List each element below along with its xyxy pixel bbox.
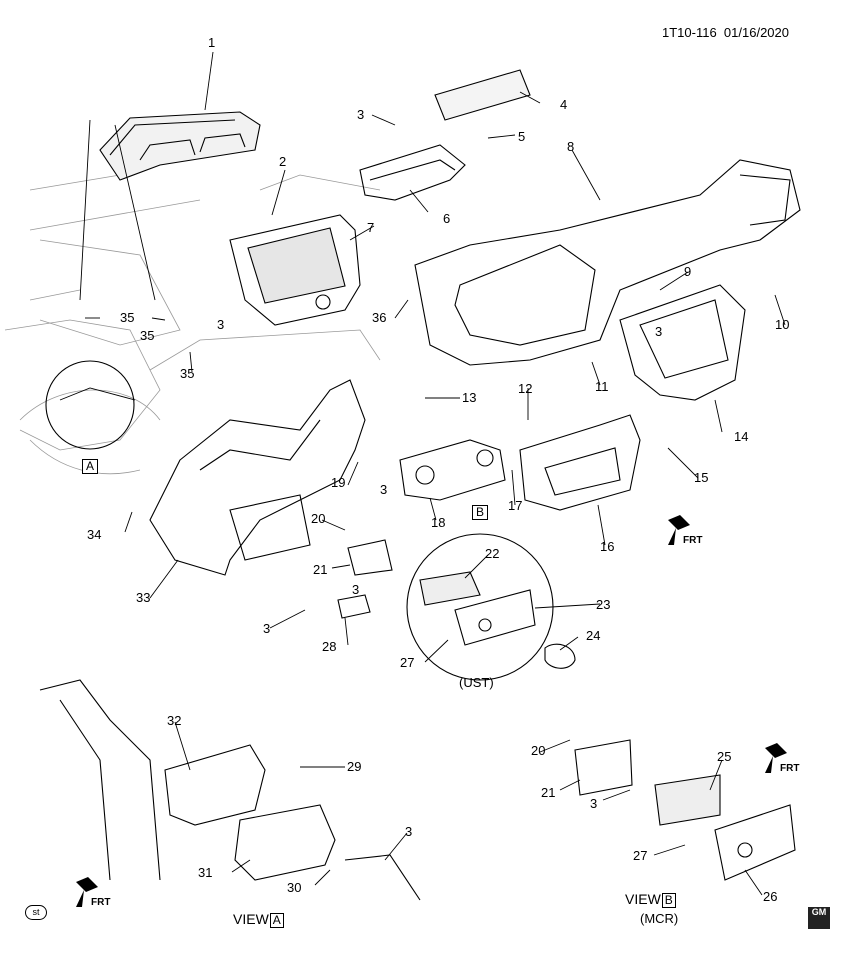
frt-arrows <box>76 515 787 907</box>
part-24-cap <box>544 643 576 669</box>
leader-lines <box>59 51 786 896</box>
callout-24: 24 <box>586 628 601 643</box>
view-a-parts <box>39 679 421 901</box>
frt-label: FRT <box>91 897 111 908</box>
callout-31: 31 <box>198 865 213 880</box>
dash-background-outline <box>4 174 381 475</box>
callout-12: 12 <box>518 381 533 396</box>
callout-27: 27 <box>400 655 415 670</box>
view-a-detail-tag: A <box>82 459 99 474</box>
callout-4: 4 <box>560 97 568 112</box>
callout-33: 33 <box>136 590 151 605</box>
callout-6: 6 <box>443 211 451 226</box>
view-a-detail-circle <box>45 360 135 450</box>
callout-15: 15 <box>694 470 709 485</box>
callout-35: 35 <box>140 328 155 343</box>
view-b-mcr-parts <box>574 739 796 881</box>
callout-3: 3 <box>357 107 365 122</box>
callout-35: 35 <box>120 310 135 325</box>
diagram-header: 1T10-116 01/16/2020 <box>662 25 789 40</box>
callout-5: 5 <box>518 129 526 144</box>
callout-20: 20 <box>311 511 326 526</box>
callout-32: 32 <box>167 713 182 728</box>
callout-28: 28 <box>322 639 337 654</box>
part-33-console <box>149 379 366 576</box>
callout-20: 20 <box>531 743 546 758</box>
callout-8: 8 <box>567 139 575 154</box>
callout-26: 26 <box>763 889 778 904</box>
part-28-switch <box>337 594 371 619</box>
part-18-control-unit <box>399 439 506 501</box>
callout-11: 11 <box>595 379 609 394</box>
callout-3: 3 <box>263 621 271 636</box>
part-4-6-bracket <box>359 69 531 201</box>
part-14-bezel <box>619 284 746 401</box>
callout-21: 21 <box>313 562 328 577</box>
callout-19: 19 <box>331 475 346 490</box>
callout-36: 36 <box>372 310 387 325</box>
gm-logo: GM <box>808 907 830 929</box>
view-b-detail-tag: B <box>472 505 489 520</box>
view-b-detail-parts <box>419 571 536 646</box>
callout-1: 1 <box>208 35 216 50</box>
callout-3: 3 <box>590 796 598 811</box>
callout-35: 35 <box>180 366 195 381</box>
view-b-variant: (MCR) <box>640 911 679 926</box>
view-a-text: VIEW <box>233 911 269 927</box>
callout-2: 2 <box>279 154 287 169</box>
callout-14: 14 <box>734 429 749 444</box>
part-7-display <box>229 214 361 326</box>
callout-27: 27 <box>633 848 648 863</box>
callout-23: 23 <box>596 597 611 612</box>
frt-label: FRT <box>780 763 800 774</box>
callout-30: 30 <box>287 880 302 895</box>
callout-3: 3 <box>655 324 663 339</box>
diagram-date: 01/16/2020 <box>723 25 789 40</box>
view-b-box: B <box>661 893 676 908</box>
st-symbol: st <box>25 905 47 920</box>
diagram-code: 1T10-116 <box>662 25 717 40</box>
callout-7: 7 <box>367 220 375 235</box>
callout-13: 13 <box>462 390 477 405</box>
view-b-text: VIEW <box>625 891 661 907</box>
callout-25: 25 <box>717 749 732 764</box>
callout-16: 16 <box>600 539 615 554</box>
part-16-bezel <box>519 414 641 511</box>
callout-3: 3 <box>217 317 225 332</box>
callout-21: 21 <box>541 785 556 800</box>
callout-18: 18 <box>431 515 446 530</box>
view-b-detail-variant: (UST) <box>459 675 494 690</box>
callout-17: 17 <box>508 498 523 513</box>
part-8-dash-trim <box>414 159 801 366</box>
callout-22: 22 <box>485 546 500 561</box>
callout-29: 29 <box>347 759 362 774</box>
callout-3: 3 <box>405 824 413 839</box>
part-21-housing <box>347 539 393 576</box>
callout-3: 3 <box>380 482 388 497</box>
callout-3: 3 <box>352 582 360 597</box>
callout-34: 34 <box>87 527 102 542</box>
frt-label: FRT <box>683 535 703 546</box>
part-1-vent <box>99 111 261 181</box>
view-a-box: A <box>269 913 284 928</box>
callout-9: 9 <box>684 264 692 279</box>
callout-10: 10 <box>775 317 790 332</box>
